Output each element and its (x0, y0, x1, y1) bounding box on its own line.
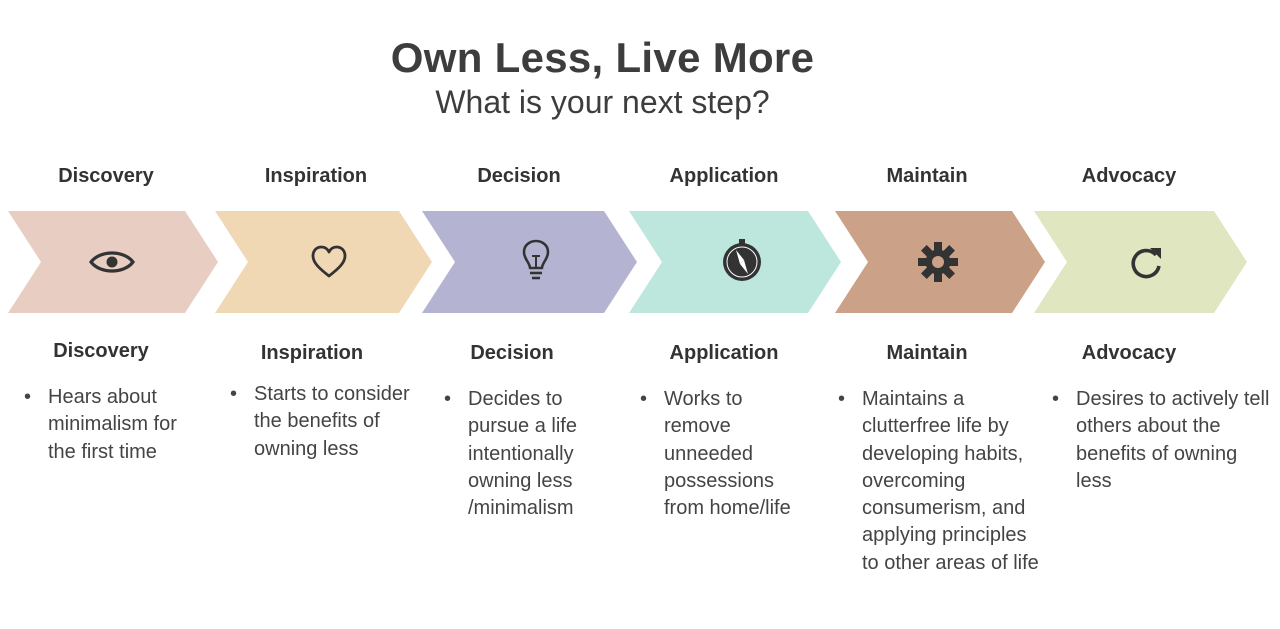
refresh-icon (1131, 248, 1161, 279)
description-text: Desires to actively tell others about th… (1076, 388, 1270, 492)
compass-icon (723, 239, 761, 281)
chevron-inspiration (215, 211, 432, 313)
description-text: Starts to consider the benefits of ownin… (254, 383, 410, 460)
stage-heading-maintain: Maintain (886, 342, 968, 364)
stage-label-inspiration: Inspiration (264, 165, 368, 187)
bullet-marker: • (230, 383, 238, 405)
diagram-subtitle: What is your next step? (435, 84, 770, 120)
stage-heading-decision: Decision (470, 342, 554, 364)
chevron-decision (422, 211, 637, 313)
stage-label-decision: Decision (477, 165, 561, 187)
bullet-marker: • (24, 386, 32, 408)
heart-icon (311, 245, 347, 278)
bullet-marker: • (444, 388, 452, 410)
bullet-marker: • (1052, 388, 1060, 410)
gear-icon (918, 242, 958, 282)
description-text: Works to remove unneeded possessions fro… (664, 388, 791, 520)
bullet-marker: • (838, 388, 846, 410)
bullet-marker: • (640, 388, 648, 410)
stage-heading-advocacy: Advocacy (1081, 342, 1177, 364)
stage-label-advocacy: Advocacy (1081, 165, 1177, 187)
stage-label-application: Application (669, 165, 779, 187)
description-text: Decides to pursue a life intentionally o… (468, 388, 577, 520)
diagram-title: Own Less, Live More (390, 34, 815, 81)
stage-label-discovery: Discovery (58, 165, 154, 187)
stage-heading-discovery: Discovery (53, 340, 149, 362)
chevron-advocacy (1034, 211, 1247, 313)
description-text: Hears about minimalism for the first tim… (48, 386, 177, 463)
stage-heading-application: Application (669, 342, 779, 364)
lightbulb-icon (522, 239, 550, 280)
stage-heading-inspiration: Inspiration (260, 342, 364, 364)
eye-icon (88, 251, 136, 273)
stage-label-maintain: Maintain (886, 165, 968, 187)
description-text: Maintains a clutterfree life by developi… (862, 388, 1039, 574)
